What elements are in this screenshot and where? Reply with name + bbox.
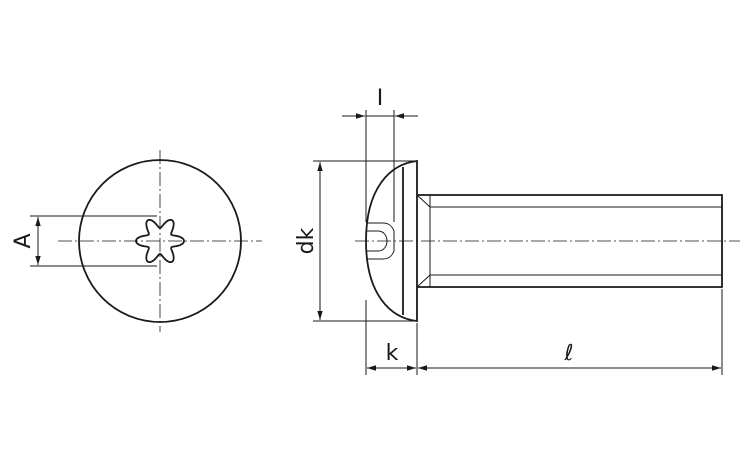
a-label: A xyxy=(11,233,36,248)
shank-outline xyxy=(417,194,723,288)
l-label: ℓ xyxy=(563,341,573,366)
dk-label: dk xyxy=(294,227,319,254)
shank-chamfer-top xyxy=(416,194,431,208)
top-view: A xyxy=(11,150,262,332)
k-label: k xyxy=(386,341,399,366)
i-label: I xyxy=(377,86,384,111)
torx-recess-icon xyxy=(135,218,185,264)
shank-chamfer-bottom xyxy=(416,274,431,288)
side-view: I dk k ℓ xyxy=(294,86,740,375)
